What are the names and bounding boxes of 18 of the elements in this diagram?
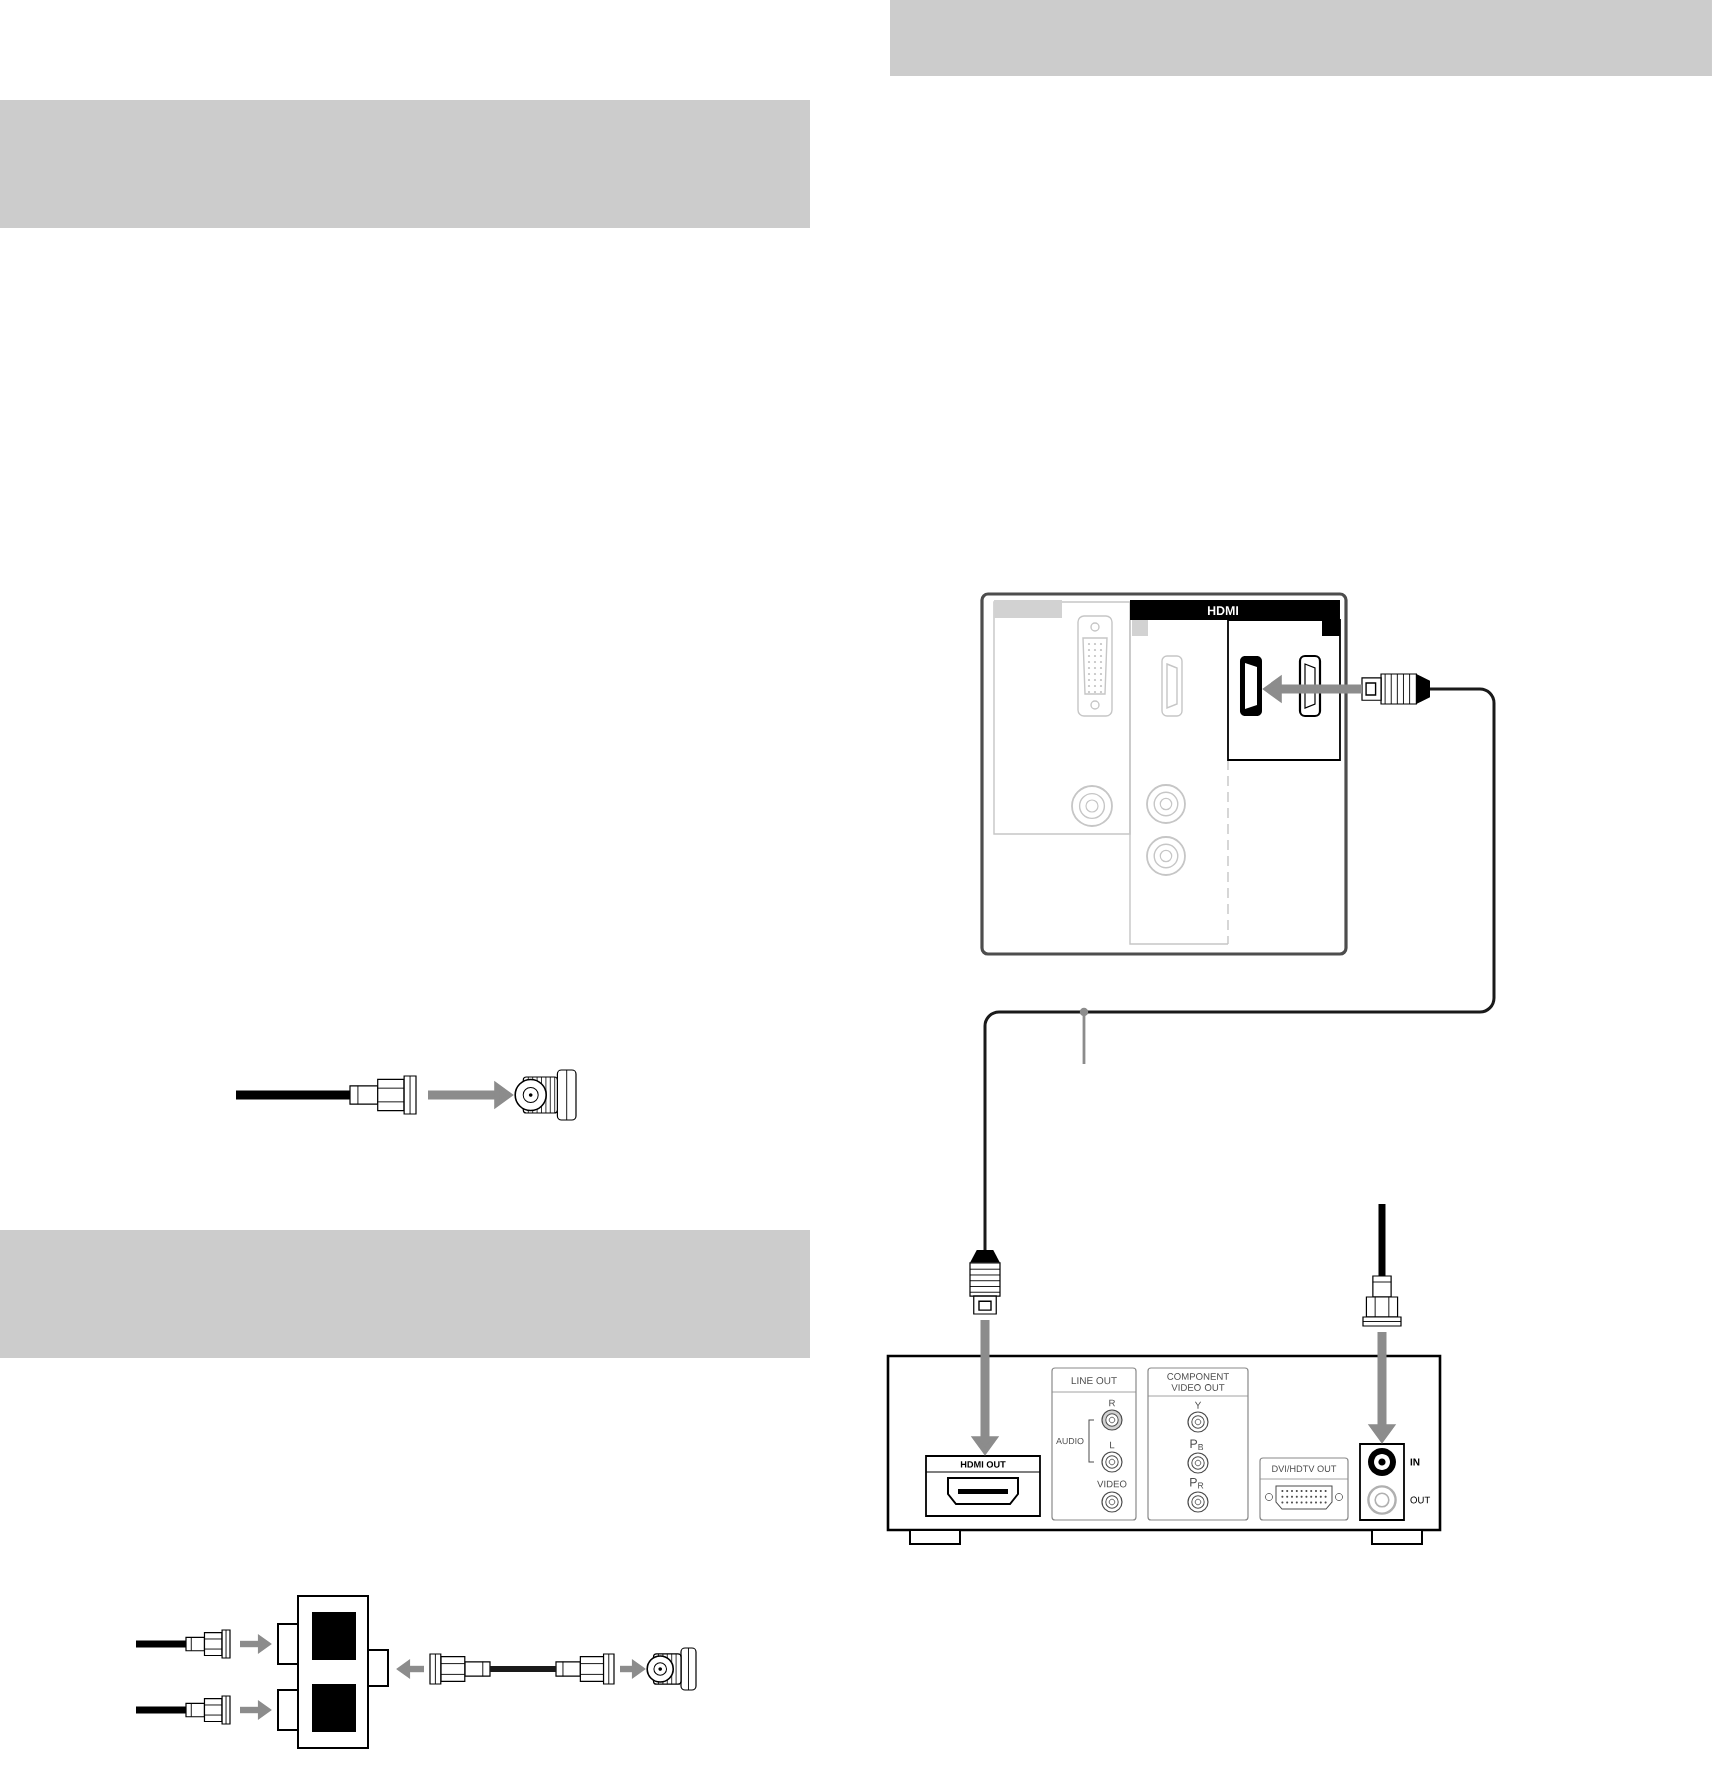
coax-plug bbox=[136, 1629, 231, 1659]
splitter bbox=[277, 1595, 389, 1749]
hdmi-plug bbox=[1361, 673, 1430, 705]
coax-plug bbox=[429, 1653, 491, 1685]
cable bbox=[983, 687, 1496, 1250]
coax-jack bbox=[514, 1069, 577, 1121]
device-rear-panel bbox=[886, 1354, 1442, 1545]
coax-plug bbox=[1362, 1204, 1402, 1327]
hdmi-port bbox=[1240, 656, 1262, 716]
cable bbox=[490, 1666, 556, 1672]
coax-plug bbox=[555, 1653, 615, 1685]
heading-band bbox=[0, 1230, 810, 1358]
coax-plug bbox=[236, 1075, 417, 1115]
coax-jack bbox=[646, 1647, 697, 1691]
heading-band bbox=[0, 100, 810, 228]
coax-plug bbox=[136, 1695, 231, 1725]
hdmi-plug bbox=[969, 1250, 1001, 1315]
heading-band bbox=[890, 0, 1712, 76]
